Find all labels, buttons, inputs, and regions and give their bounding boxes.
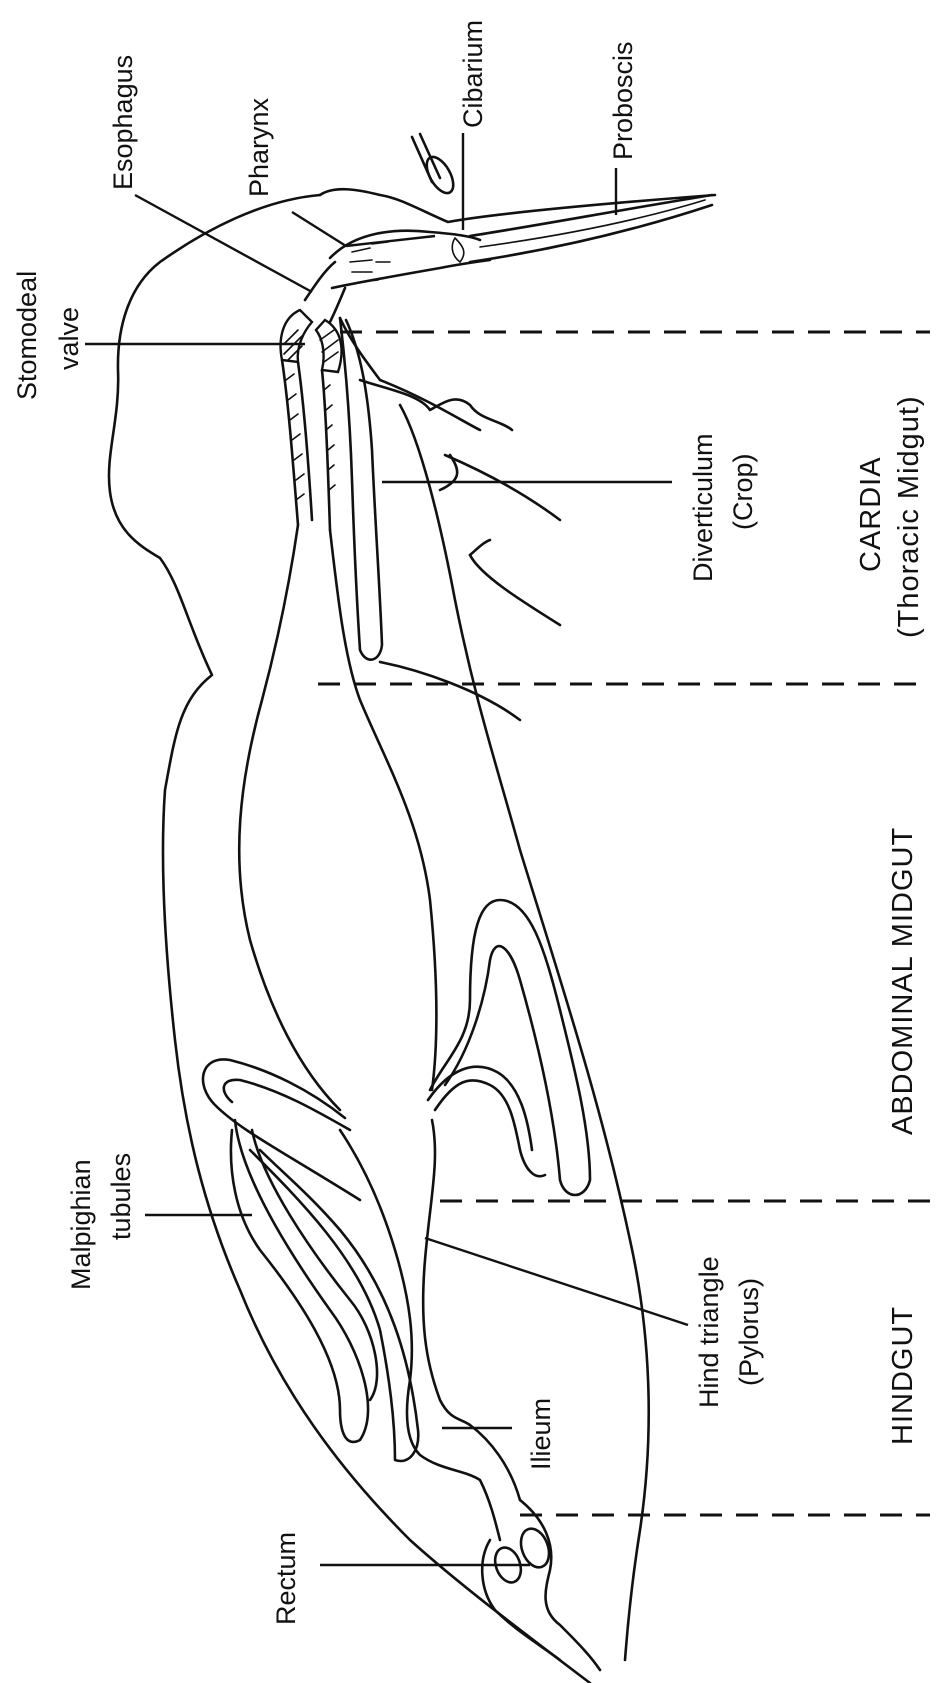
- stomodeal-valve-left: [281, 310, 312, 362]
- label-rectum: Rectum: [271, 1532, 301, 1625]
- leader-hind-triangle: [425, 1238, 688, 1325]
- label-diverticulum-line1: Diverticulum: [688, 433, 718, 582]
- label-stomodeal-valve-line1: Stomodeal: [12, 271, 42, 400]
- label-proboscis: Proboscis: [608, 41, 638, 160]
- esophagus-lower: [330, 288, 345, 322]
- thorax-line-5: [380, 662, 520, 720]
- label-hind-triangle-line1: Hind triangle: [694, 1256, 724, 1408]
- thorax-line-1: [445, 455, 560, 520]
- region-abdominal-midgut: ABDOMINAL MIDGUT: [887, 827, 919, 1135]
- label-esophagus: Esophagus: [108, 55, 138, 190]
- pharynx-muscle-strands: [350, 242, 390, 282]
- rectum-wall-inner: [520, 1500, 600, 1670]
- label-ilieum: Ilieum: [526, 1398, 556, 1470]
- leader-esophagus: [135, 195, 312, 292]
- proboscis-inner: [480, 200, 705, 247]
- region-cardia-line2: (Thoracic Midgut): [893, 395, 925, 638]
- label-diverticulum-line2: (Crop): [728, 453, 758, 530]
- crop-duct-outer: [340, 318, 382, 660]
- label-pharynx: Pharynx: [244, 97, 274, 197]
- hindgut-dorsal-wall: [340, 1130, 500, 1540]
- cibarium-pump: [452, 238, 464, 262]
- malpighian-tubule-ventral-outer: [430, 900, 590, 1195]
- malpighian-tubule-long-outer: [231, 1120, 368, 1442]
- region-hindgut: HINDGUT: [887, 1306, 919, 1445]
- label-malpighian-line1: Malpighian: [66, 1159, 96, 1290]
- malpighian-loop-upper-outer: [203, 1059, 360, 1200]
- pharynx-lower-wall: [332, 260, 490, 288]
- thorax-line-4: [470, 540, 490, 555]
- label-hind-triangle-line2: (Pylorus): [734, 1278, 764, 1386]
- label-stomodeal-valve-line2: valve: [54, 307, 84, 370]
- label-cibarium: Cibarium: [458, 20, 488, 128]
- leader-pharynx: [292, 212, 346, 246]
- malpighian-tubule-lower-outer: [250, 1150, 418, 1461]
- esophagus-upper: [305, 262, 335, 300]
- midgut-dorsal-wall: [239, 525, 340, 1110]
- thorax-line-3: [470, 555, 560, 625]
- thorax-line-2: [440, 455, 457, 490]
- malpighian-loop-upper-inner: [224, 1080, 350, 1130]
- region-cardia-line1: CARDIA: [855, 456, 887, 572]
- crop-wall-lower: [340, 318, 480, 430]
- hindgut-ventral-wall: [423, 1120, 520, 1500]
- label-malpighian-line2: tubules: [106, 1153, 136, 1240]
- midgut-ventral-wall: [330, 530, 436, 1090]
